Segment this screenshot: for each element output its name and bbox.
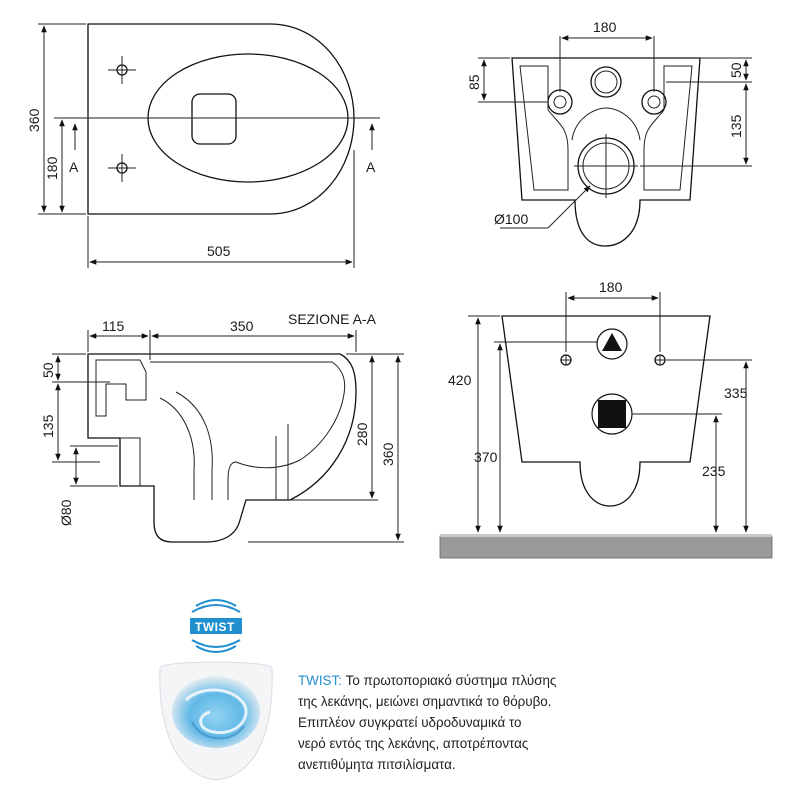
description-line-1: TWIST: Το πρωτοποριακό σύστημα πλύσης xyxy=(298,670,778,691)
section-mark-right: A xyxy=(366,159,376,175)
rear-height-85-label: 85 xyxy=(466,74,482,90)
wall-height-370-label: 370 xyxy=(474,449,498,465)
waste-outlet-symbol xyxy=(591,393,633,435)
section-title: SEZIONE A-A xyxy=(288,311,377,327)
top-width-label: 505 xyxy=(207,243,231,259)
wall-height-335-label: 335 xyxy=(724,385,748,401)
description-line-3: Επιπλέον συγκρατεί υδροδυναμικά το xyxy=(298,715,522,730)
twist-product-illustration: TWIST xyxy=(159,599,273,781)
wall-height-235-label: 235 xyxy=(702,463,726,479)
top-view: A A 360 180 505 xyxy=(26,23,380,268)
twist-logo: TWIST xyxy=(188,599,244,653)
section-mark-left: A xyxy=(69,159,79,175)
top-half-height-label: 180 xyxy=(44,156,60,180)
rear-view: 180 85 50 135 Ø100 xyxy=(466,19,752,247)
water-inlet-symbol xyxy=(596,328,628,360)
top-view-drain-square xyxy=(191,93,237,145)
wall-bolt-right xyxy=(654,354,666,366)
rear-view-outline xyxy=(511,57,701,247)
rear-bolt-left xyxy=(547,89,573,115)
section-depth-350-label: 350 xyxy=(230,318,254,334)
section-height-135-label: 135 xyxy=(40,414,56,438)
description-line-2: της λεκάνης, μειώνει σημαντικά το θόρυβο… xyxy=(298,694,552,709)
description-line-4: νερό εντός της λεκάνης, αποτρέποντας xyxy=(298,736,529,751)
rear-view-inner-arch xyxy=(571,107,641,141)
section-height-280-label: 280 xyxy=(354,422,370,446)
section-inner-bowl xyxy=(150,361,346,500)
description-line-1-text: Το πρωτοποριακό σύστημα πλύσης xyxy=(341,673,557,688)
rear-height-50-label: 50 xyxy=(728,62,744,78)
rear-view-inner-left xyxy=(519,65,569,191)
rear-top-hole xyxy=(590,66,622,98)
section-diameter-label: Ø80 xyxy=(58,499,74,526)
section-inlet xyxy=(120,437,141,486)
description-title: TWIST: xyxy=(298,673,342,688)
wall-view: 180 420 370 335 235 xyxy=(439,279,773,559)
rear-diameter-label: Ø100 xyxy=(494,211,528,227)
section-view: SEZIONE A-A 115 350 50 135 Ø80 xyxy=(40,311,404,543)
rear-height-135-label: 135 xyxy=(728,114,744,138)
section-inner-trap xyxy=(159,391,213,500)
section-height-360-label: 360 xyxy=(380,442,396,466)
section-outer-profile xyxy=(87,353,357,543)
top-view-outline xyxy=(87,23,355,215)
wall-height-420-label: 420 xyxy=(448,372,472,388)
rear-bolt-right xyxy=(641,89,667,115)
section-depth-115-label: 115 xyxy=(102,318,125,334)
wall-view-outline xyxy=(501,315,711,507)
top-height-label: 360 xyxy=(26,108,42,132)
rear-outlet xyxy=(574,134,638,198)
top-bolt-lower xyxy=(108,154,136,182)
rear-bolt-spacing-label: 180 xyxy=(593,19,617,35)
top-bolt-upper xyxy=(108,56,136,84)
twist-logo-text: TWIST xyxy=(195,620,235,634)
twist-description: TWIST: Το πρωτοποριακό σύστημα πλύσης τη… xyxy=(298,670,778,775)
floor xyxy=(439,535,773,559)
wall-bolt-left xyxy=(560,354,572,366)
section-height-50-label: 50 xyxy=(40,362,56,378)
description-line-5: ανεπιθύμητα πιτσιλίσματα. xyxy=(298,757,456,772)
wall-bolt-spacing-label: 180 xyxy=(599,279,623,295)
section-rim-channel xyxy=(95,359,147,417)
rear-view-inner-right xyxy=(643,65,693,191)
